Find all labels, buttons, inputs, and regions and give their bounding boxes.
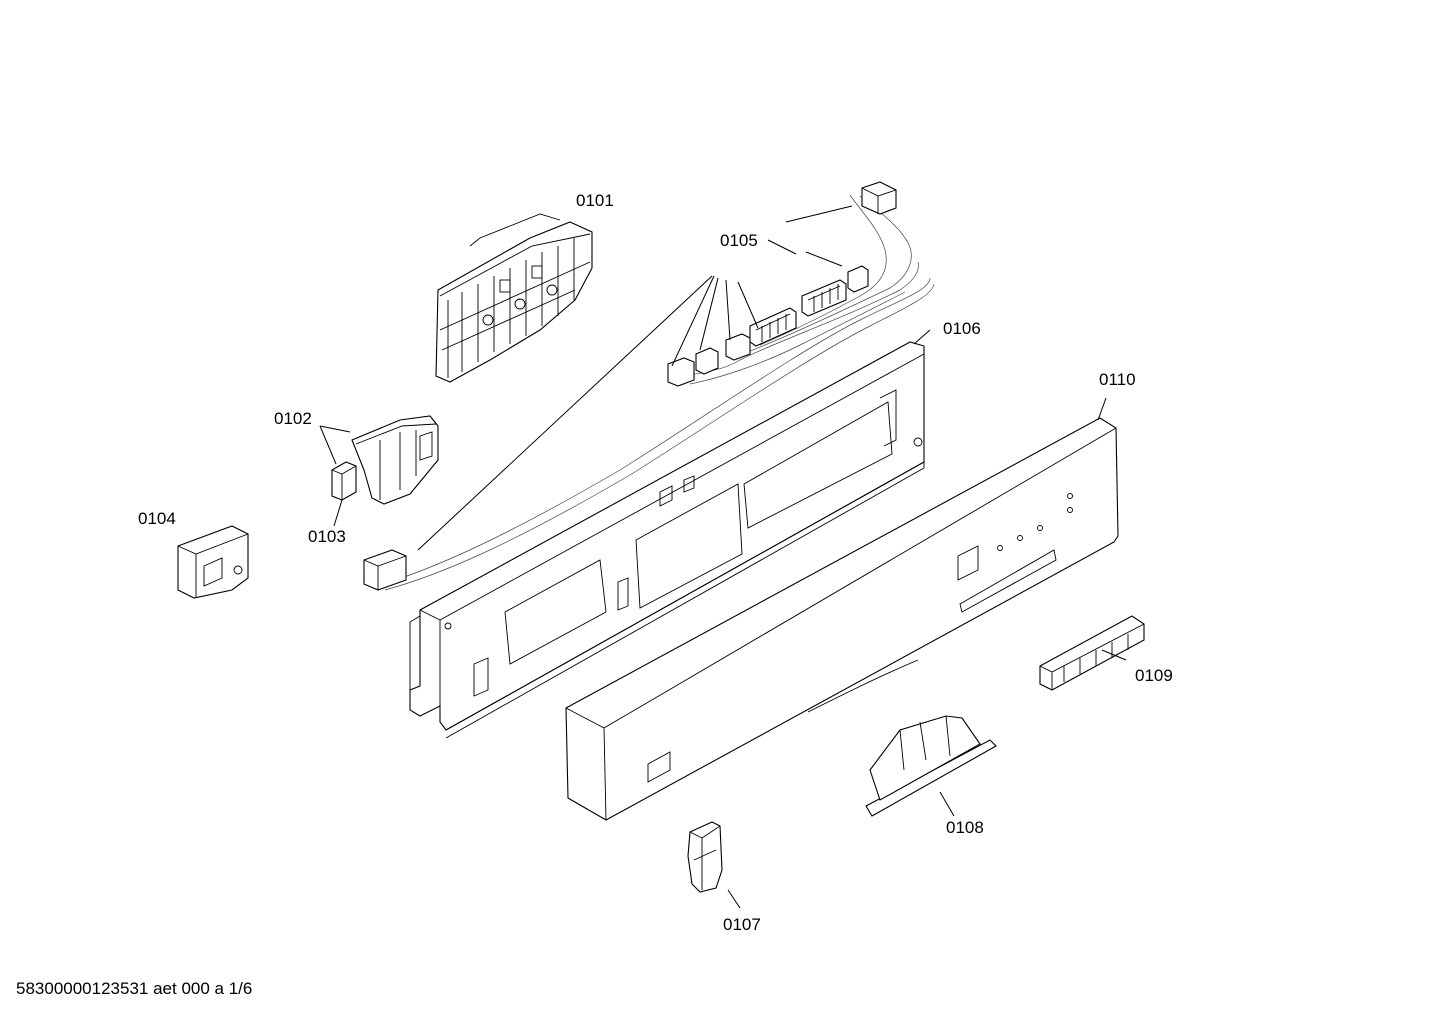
label-0101: 0101 [576,191,614,210]
part-0108-door-handle[interactable] [865,715,997,817]
label-0109: 0109 [1135,666,1173,685]
part-0107-clip-bracket[interactable] [687,821,723,893]
label-0105: 0105 [720,231,758,250]
label-0110: 0110 [1099,370,1136,389]
part-0106-inner-panel-frame[interactable] [409,341,925,739]
label-0102: 0102 [274,409,312,428]
label-0104: 0104 [138,509,176,528]
part-labels: 0101 0102 0103 0104 0105 0106 0107 0108 … [138,191,1173,934]
label-0108: 0108 [946,818,984,837]
label-0103: 0103 [308,527,346,546]
part-0110-control-panel-fascia[interactable] [565,417,1119,821]
label-0106: 0106 [943,319,981,338]
part-0104-relay-module[interactable] [177,525,249,599]
label-0107: 0107 [723,915,761,934]
drawing-reference-footer: 58300000123531 aet 000 a 1/6 [16,979,253,998]
part-0109-push-button-strip[interactable] [1039,615,1145,691]
leader-lines [319,205,1127,909]
part-0101-control-module[interactable] [435,213,593,383]
part-0102-door-switch[interactable] [351,415,439,505]
part-0103-switch-component[interactable] [331,461,357,501]
part-0105-wiring-harness[interactable] [363,181,935,591]
